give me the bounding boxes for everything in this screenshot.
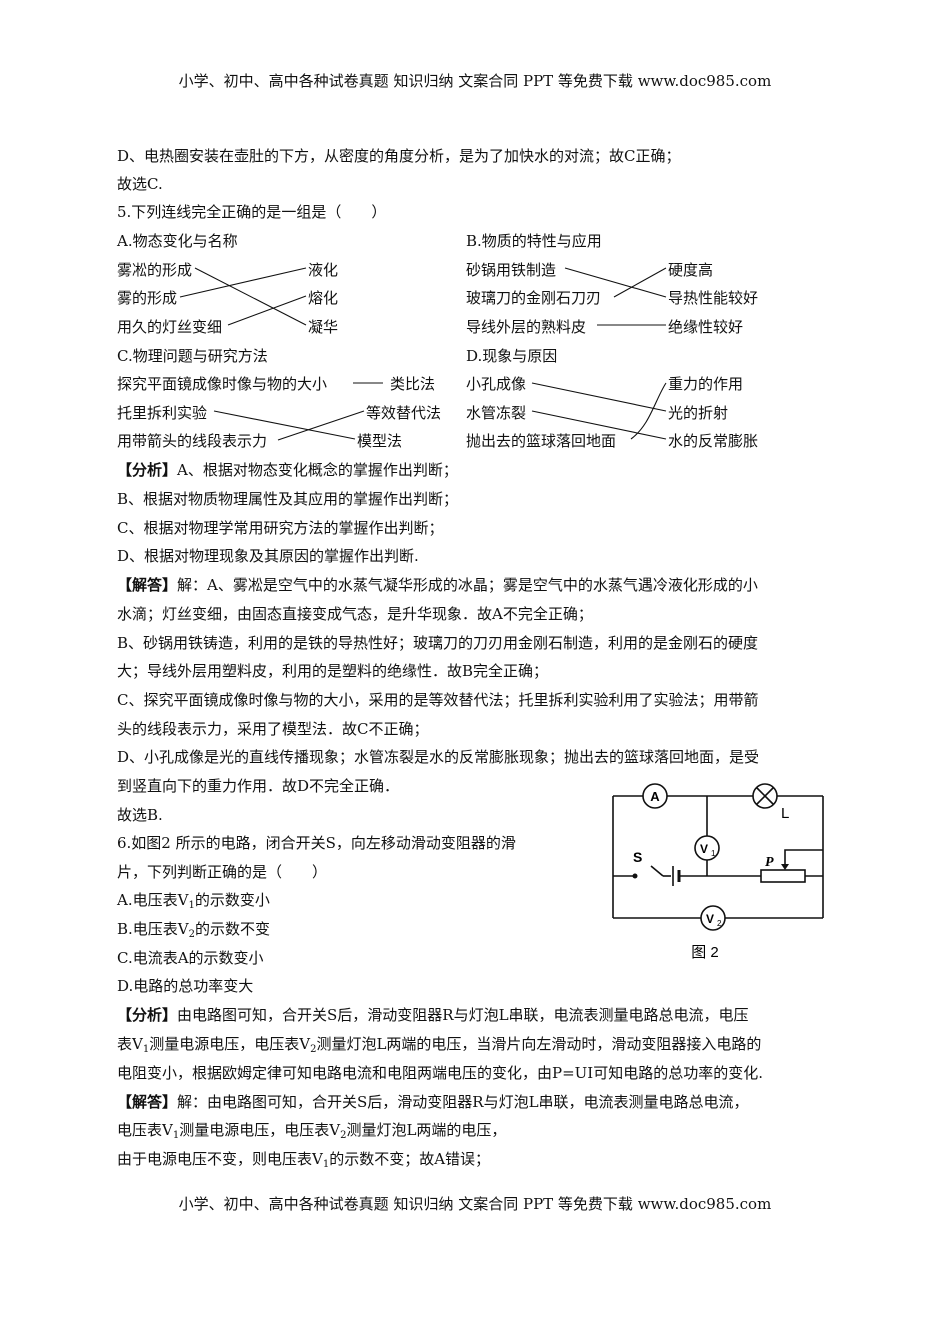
switch-label: S bbox=[633, 849, 642, 865]
q5-c-right-1: 类比法 bbox=[390, 375, 436, 393]
q5-c-left-3: 用带箭头的线段表示力 bbox=[117, 432, 268, 450]
q5-c-left-2: 托里拆利实验 bbox=[117, 404, 208, 422]
q5-d-right-1: 重力的作用 bbox=[668, 375, 744, 393]
q5-answer-label: 【解答】 bbox=[117, 576, 178, 594]
q5-answer-line-5: C、探究平面镜成像时像与物的大小，采用的是等效替代法；托里拆利实验利用了实验法；… bbox=[117, 691, 759, 709]
q5-answer-line-7: D、小孔成像是光的直线传播现象；水管冻裂是水的反常膨胀现象；抛出去的篮球落回地面… bbox=[117, 748, 760, 766]
voltmeter-v1-label: V bbox=[700, 842, 708, 856]
voltmeter-v2-sub: 2 bbox=[717, 919, 722, 928]
q5-a-left-1: 雾凇的形成 bbox=[117, 261, 193, 279]
q5-a-left-2: 雾的形成 bbox=[117, 289, 178, 307]
q6-option-a: A.电压表V1的示数变小 bbox=[117, 891, 270, 911]
q5-b-left-2: 玻璃刀的金刚石刀刃 bbox=[466, 289, 602, 307]
q5-answer-line-1: 【解答】解：A、雾凇是空气中的水蒸气凝华形成的冰晶；雾是空气中的水蒸气遇冷液化形… bbox=[117, 576, 758, 594]
q5-a-right-2: 熔化 bbox=[308, 289, 339, 307]
q5-choose: 故选B. bbox=[117, 806, 163, 824]
q5-d-right-2: 光的折射 bbox=[668, 404, 729, 422]
page-header: 小学、初中、高中各种试卷真题 知识归纳 文案合同 PPT 等免费下载 www.d… bbox=[178, 72, 772, 90]
voltmeter-v1-icon bbox=[694, 835, 720, 861]
q5-d-left-3: 抛出去的篮球落回地面 bbox=[466, 432, 617, 450]
q5-d-right-3: 水的反常膨胀 bbox=[668, 432, 759, 450]
q5-a-title: A.物态变化与名称 bbox=[117, 232, 238, 250]
voltmeter-v2-label: V bbox=[706, 912, 714, 926]
q6-answer-line-2: 电压表V1测量电源电压，电压表V2测量灯泡L两端的电压， bbox=[117, 1121, 507, 1141]
voltmeter-v2-icon bbox=[700, 905, 726, 931]
q5-d-left-2: 水管冻裂 bbox=[466, 404, 527, 422]
prev-answer-d: D、电热圈安装在壶肚的下方，从密度的角度分析，是为了加快水的对流；故C正确； bbox=[117, 147, 681, 165]
q5-b-title: B.物质的特性与应用 bbox=[466, 232, 602, 250]
q5-analysis-d: D、根据对物理现象及其原因的掌握作出判断. bbox=[117, 547, 419, 565]
q6-option-c: C.电流表A的示数变小 bbox=[117, 949, 264, 967]
q5-d-title: D.现象与原因 bbox=[466, 347, 558, 365]
q6-analysis-label: 【分析】 bbox=[117, 1006, 178, 1024]
q5-a-left-3: 用久的灯丝变细 bbox=[117, 318, 223, 336]
q5-a-right-3: 凝华 bbox=[308, 318, 339, 336]
circuit-diagram-figure-2: A L V 1 V 2 S P 图 2 bbox=[612, 783, 824, 961]
q5-analysis-label: 【分析】 bbox=[117, 461, 178, 479]
q6-analysis-line-2: 表V1测量电源电压，电压表V2测量灯泡L两端的电压，当滑片向左滑动时，滑动变阻器… bbox=[117, 1035, 762, 1055]
q5-analysis-b: B、根据对物质物理属性及其应用的掌握作出判断； bbox=[117, 490, 459, 508]
q5-answer-line-8: 到竖直向下的重力作用．故D不完全正确． bbox=[117, 777, 400, 795]
q5-matching-lines bbox=[179, 267, 667, 441]
q5-a-right-1: 液化 bbox=[308, 261, 339, 279]
ammeter-icon bbox=[642, 783, 668, 809]
q6-option-d: D.电路的总功率变大 bbox=[117, 977, 254, 995]
q6-stem-2: 片，下列判断正确的是（ ） bbox=[117, 863, 328, 881]
q5-c-right-3: 模型法 bbox=[357, 432, 403, 450]
q6-answer-line-1: 【解答】解：由电路图可知，合开关S后，滑动变阻器R与灯泡L串联，电流表测量电路总… bbox=[117, 1093, 749, 1111]
q5-analysis-c: C、根据对物理学常用研究方法的掌握作出判断； bbox=[117, 519, 444, 537]
q5-b-left-3: 导线外层的熟料皮 bbox=[466, 318, 587, 336]
q5-stem: 5.下列连线完全正确的是一组是（ ） bbox=[117, 203, 387, 221]
q6-stem-1: 6.如图2 所示的电路，闭合开关S，向左移动滑动变阻器的滑 bbox=[117, 834, 516, 852]
slider-label: P bbox=[765, 855, 774, 870]
q5-b-right-1: 硬度高 bbox=[668, 261, 714, 279]
q6-analysis-line-1: 【分析】由电路图可知，合开关S后，滑动变阻器R与灯泡L串联，电流表测量电路总电流… bbox=[117, 1006, 749, 1024]
q5-b-left-1: 砂锅用铁制造 bbox=[466, 261, 557, 279]
q6-analysis-line-3: 电阻变小，根据欧姆定律可知电路电流和电阻两端电压的变化，由P=UI可知电路的总功… bbox=[117, 1064, 764, 1082]
q5-b-right-2: 导热性能较好 bbox=[668, 289, 759, 307]
q5-d-left-1: 小孔成像 bbox=[466, 375, 527, 393]
q5-answer-line-2: 水滴；灯丝变细，由固态直接变成气态，是升华现象．故A不完全正确； bbox=[117, 605, 593, 623]
prev-choose: 故选C. bbox=[117, 175, 163, 193]
voltmeter-v1-sub: 1 bbox=[711, 849, 716, 858]
q5-c-title: C.物理问题与研究方法 bbox=[117, 347, 268, 365]
q5-analysis-a: 【分析】A、根据对物态变化概念的掌握作出判断； bbox=[117, 461, 458, 479]
q5-c-right-2: 等效替代法 bbox=[366, 404, 442, 422]
figure-caption: 图 2 bbox=[691, 944, 719, 961]
ammeter-label: A bbox=[650, 789, 660, 804]
q5-answer-line-3: B、砂锅用铁铸造，利用的是铁的导热性好；玻璃刀的刀刃用金刚石制造，利用的是金刚石… bbox=[117, 634, 759, 652]
q5-answer-line-6: 头的线段表示力，采用了模型法．故C不正确； bbox=[117, 720, 429, 738]
q5-answer-line-4: 大；导线外层用塑料皮，利用的是塑料的绝缘性．故B完全正确； bbox=[117, 662, 549, 680]
q5-c-left-1: 探究平面镜成像时像与物的大小 bbox=[117, 375, 328, 393]
q6-answer-label: 【解答】 bbox=[117, 1093, 178, 1111]
q6-answer-line-3: 由于电源电压不变，则电压表V1的示数不变；故A错误； bbox=[117, 1150, 491, 1170]
q6-option-b: B.电压表V2的示数不变 bbox=[117, 920, 271, 940]
switch-contact-icon bbox=[632, 873, 638, 879]
page-footer: 小学、初中、高中各种试卷真题 知识归纳 文案合同 PPT 等免费下载 www.d… bbox=[178, 1195, 772, 1213]
lamp-label: L bbox=[781, 805, 789, 822]
q5-b-right-3: 绝缘性较好 bbox=[668, 318, 744, 336]
